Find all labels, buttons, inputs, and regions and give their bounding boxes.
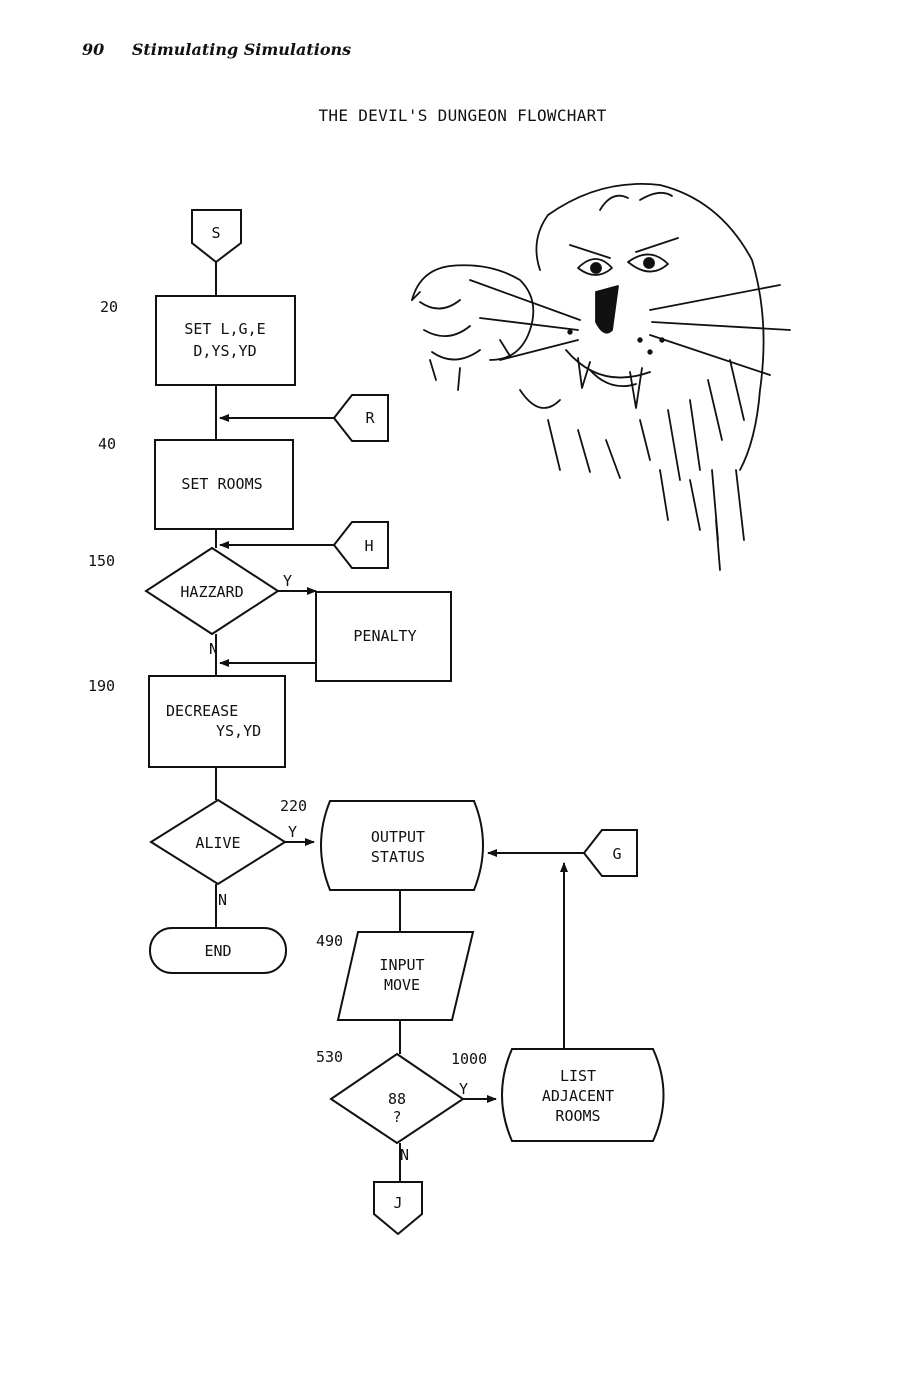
hazzard-label: HAZZARD — [180, 583, 243, 601]
decrease-line1: DECREASE — [166, 702, 238, 720]
decision-88-no-label: N — [400, 1146, 409, 1164]
list-line2: ADJACENT — [542, 1087, 614, 1105]
decrease-line2: YS,YD — [216, 722, 261, 740]
line-number-1000: 1000 — [451, 1050, 487, 1068]
hazzard-no-label: N — [209, 640, 218, 658]
line-number-190: 190 — [88, 677, 115, 695]
page-number: 90 — [82, 40, 105, 59]
set-rooms-box: SET ROOMS — [154, 439, 294, 530]
line-number-40: 40 — [98, 435, 116, 453]
decision-88-line2: ? — [392, 1108, 401, 1126]
set-variables-box: SET L,G,E D,YS,YD — [155, 295, 296, 386]
hazzard-decision: HAZZARD — [144, 546, 280, 636]
devil-cat-illustration — [411, 182, 791, 571]
h-connector-label: H — [364, 537, 373, 555]
decrease-box: DECREASE YS,YD — [148, 675, 286, 768]
output-line1: OUTPUT — [371, 828, 425, 846]
g-connector-label: G — [612, 845, 621, 863]
input-line2: MOVE — [384, 976, 420, 994]
start-label: S — [211, 224, 220, 242]
set-rooms-label: SET ROOMS — [181, 475, 262, 493]
line-number-220: 220 — [280, 797, 307, 815]
alive-label: ALIVE — [195, 834, 240, 852]
line-number-20: 20 — [100, 298, 118, 316]
set-variables-line2: D,YS,YD — [193, 342, 256, 360]
line-number-150: 150 — [88, 552, 115, 570]
input-move-box: INPUT MOVE — [336, 931, 475, 1021]
alive-yes-label: Y — [288, 823, 297, 841]
output-status-box: OUTPUT STATUS — [320, 800, 484, 891]
decision-88-line1: 88 — [388, 1090, 406, 1108]
penalty-box: PENALTY — [315, 591, 452, 682]
r-connector: R — [332, 394, 389, 442]
g-connector: G — [582, 829, 638, 877]
end-terminal: END — [149, 927, 287, 974]
penalty-label: PENALTY — [353, 627, 416, 645]
flowchart-title: THE DEVIL'S DUNGEON FLOWCHART — [318, 106, 607, 125]
output-line2: STATUS — [371, 848, 425, 866]
r-connector-label: R — [365, 409, 375, 427]
alive-no-label: N — [218, 891, 227, 909]
flow-lines — [215, 262, 584, 1182]
input-line1: INPUT — [379, 956, 424, 974]
book-title: Stimulating Simulations — [131, 40, 352, 59]
list-line1: LIST — [560, 1067, 596, 1085]
set-variables-line1: SET L,G,E — [184, 320, 265, 338]
list-adjacent-rooms-box: LIST ADJACENT ROOMS — [501, 1048, 665, 1142]
hazzard-yes-label: Y — [283, 572, 292, 590]
j-connector-label: J — [393, 1194, 402, 1212]
j-connector: J — [373, 1181, 423, 1236]
start-connector: S — [191, 209, 242, 264]
line-number-490: 490 — [316, 932, 343, 950]
end-label: END — [204, 942, 231, 960]
list-line3: ROOMS — [555, 1107, 600, 1125]
page-header: 90 Stimulating Simulations — [82, 40, 351, 59]
decision-88: 88 ? — [329, 1052, 465, 1145]
alive-decision: ALIVE — [149, 798, 287, 886]
decision-88-yes-label: Y — [459, 1080, 468, 1098]
line-number-530: 530 — [316, 1048, 343, 1066]
h-connector: H — [332, 521, 389, 569]
